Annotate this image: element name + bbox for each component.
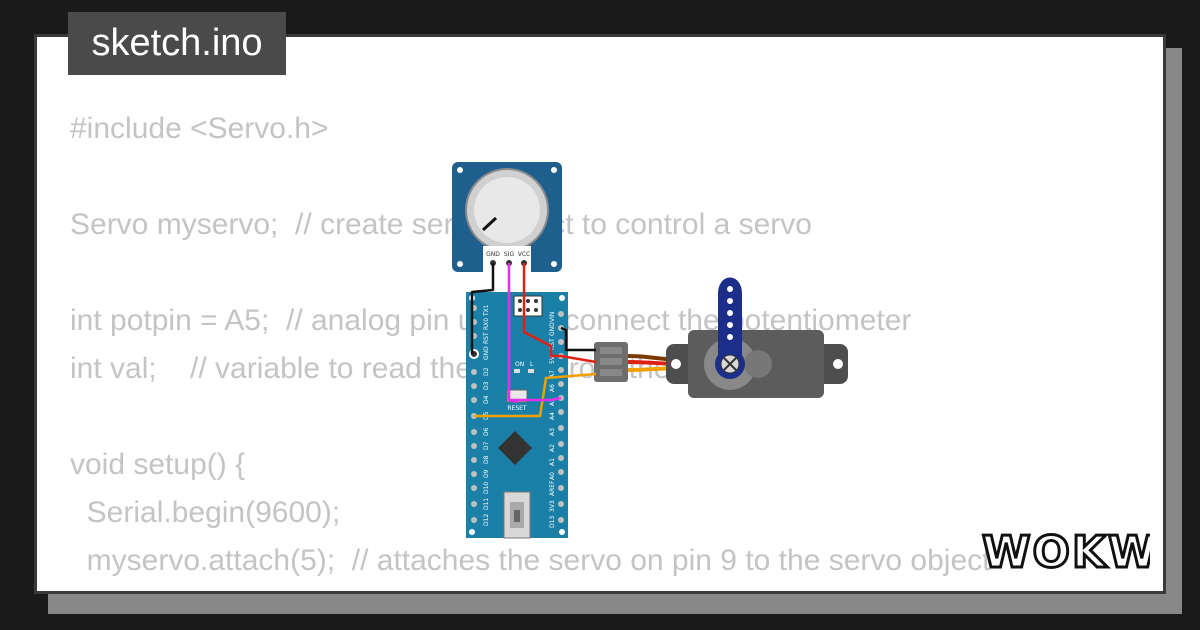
code-line: Serial.begin(9600);: [70, 496, 341, 529]
svg-text:L: L: [530, 361, 534, 368]
wire-gnd: [470, 263, 495, 354]
svg-text:D12: D12: [483, 514, 490, 526]
wire-vcc: [522, 263, 597, 364]
file-name-tab[interactable]: sketch.ino: [68, 12, 286, 75]
svg-text:D6: D6: [483, 427, 490, 436]
svg-text:D9: D9: [483, 469, 490, 478]
svg-text:A6: A6: [549, 384, 556, 392]
servo-motor[interactable]: [594, 277, 848, 399]
mount-hole: [457, 167, 463, 173]
svg-text:TX1: TX1: [483, 304, 490, 317]
svg-text:A1: A1: [549, 458, 556, 466]
status-leds: ON L: [514, 361, 534, 373]
wire-servo-gnd: [560, 326, 596, 352]
right-pin-labels: VIN GND RST 5V A7 A6 A5 A4 A3 A2 A1 A0 A…: [549, 312, 556, 528]
pin-label-gnd: GND: [486, 251, 500, 258]
svg-text:A7: A7: [549, 370, 556, 378]
svg-text:VIN: VIN: [549, 312, 556, 322]
svg-text:GND: GND: [483, 346, 490, 360]
code-line: void setup() {: [70, 448, 246, 481]
svg-text:D13: D13: [549, 516, 556, 528]
svg-text:GND: GND: [549, 322, 556, 336]
icsp-header: [513, 295, 543, 317]
svg-text:D8: D8: [483, 455, 490, 464]
svg-text:A4: A4: [549, 412, 556, 420]
svg-text:A0: A0: [549, 472, 556, 480]
logo-text: WOKWi: [982, 527, 1150, 578]
preview-card: #include <Servo.h>Servo myservo; // crea…: [34, 34, 1166, 594]
mcu-chip: [498, 431, 532, 465]
svg-text:A2: A2: [549, 444, 556, 452]
svg-text:D2: D2: [483, 367, 490, 376]
svg-text:AREF: AREF: [549, 480, 556, 496]
knob-indicator: [481, 216, 498, 232]
svg-text:D7: D7: [483, 441, 490, 450]
knob-face: [474, 177, 540, 243]
svg-text:D4: D4: [483, 395, 490, 404]
wire-servo-signal: [474, 372, 597, 418]
code-line: myservo.attach(5); // attaches the servo…: [70, 544, 991, 577]
potentiometer[interactable]: GND SIG VCC: [452, 162, 562, 272]
svg-text:RX0: RX0: [483, 318, 490, 330]
code-line: #include <Servo.h>: [70, 112, 329, 145]
usb-connector: [503, 491, 531, 539]
svg-text:RST: RST: [549, 338, 556, 350]
mount-hole: [457, 261, 463, 267]
svg-text:D11: D11: [483, 498, 490, 510]
svg-text:A3: A3: [549, 428, 556, 436]
wire-sig-a5: [509, 396, 562, 402]
svg-text:D3: D3: [483, 381, 490, 390]
svg-text:D10: D10: [483, 482, 490, 494]
mount-hole: [551, 261, 557, 267]
svg-text:3V3: 3V3: [549, 500, 556, 512]
pin-label-sig: SIG: [504, 251, 515, 258]
mount-hole: [551, 167, 557, 173]
wokwi-logo[interactable]: WOKWi: [978, 523, 1151, 580]
svg-text:ON: ON: [515, 361, 524, 368]
svg-text:RST: RST: [483, 332, 490, 344]
reset-label: RESET: [507, 405, 527, 412]
svg-text:5V: 5V: [549, 355, 556, 364]
svg-text:A5: A5: [549, 398, 556, 406]
wires: [470, 263, 597, 418]
pin-label-vcc: VCC: [518, 251, 530, 258]
